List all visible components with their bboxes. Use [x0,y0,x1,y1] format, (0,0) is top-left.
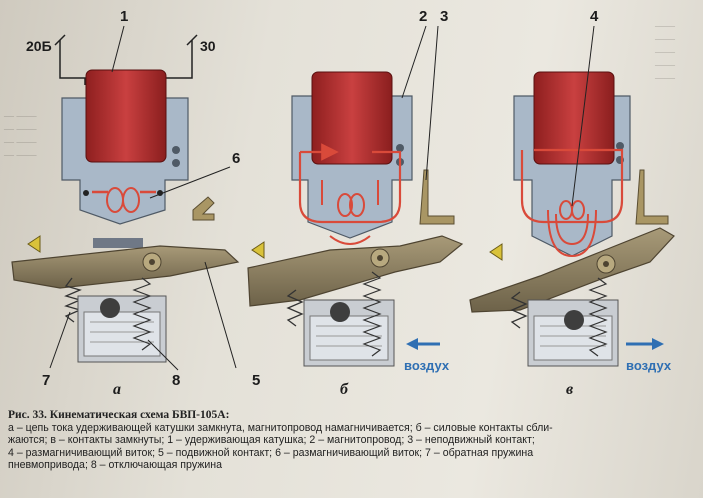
terminal-30 [164,34,198,85]
air-arrow-b [406,338,440,350]
background-text-left: — ——— ——— ——— —— [4,111,37,161]
panel-a [11,25,240,371]
kinematic-diagram [11,25,675,371]
terminal-label-30: 30 [200,38,216,54]
moving-contact-lever-a [11,245,240,289]
panel-letter-a: а [113,381,121,398]
moving-contact-lever-b [247,235,464,307]
holding-coil-b [311,71,393,165]
panel-c [469,25,675,367]
background-text-right: —————————— [655,21,675,84]
caption-title: Рис. 33. Кинематическая схема БВП-105А: [8,409,230,421]
demagnetizing-turn-a [92,187,156,213]
label-8: 8 [172,372,181,389]
label-1: 1 [120,8,129,25]
label-5: 5 [252,372,261,389]
label-4: 4 [590,8,599,25]
panel-b [247,25,464,367]
panel-letter-b: б [340,381,348,398]
air-label-c: воздух [626,358,672,373]
terminal-label-20b: 20Б [26,38,52,54]
air-label-b: воздух [404,358,450,373]
label-6: 6 [232,150,241,167]
caption-line-4: пневмопривода; 8 – отключающая пружина [8,459,222,472]
fixed-contact [419,169,455,225]
figure-caption: Рис. 33. Кинематическая схема БВП-105А: … [8,409,698,472]
caption-line-3: 4 – размагничивающий виток; 5 – подвижно… [8,446,534,459]
air-arrow-c [626,338,664,350]
terminal-20b [54,34,86,85]
label-3: 3 [440,8,449,25]
holding-coil [85,69,167,163]
label-7: 7 [42,372,51,389]
panel-letter-c: в [566,381,574,398]
caption-line-2: жаются; в – контакты замкнуты; 1 – удерж… [8,434,535,447]
caption-line-1: а – цепь тока удерживающей катушки замкн… [8,421,553,434]
moving-contact-lever-c [469,227,675,313]
holding-coil-c [533,71,615,165]
label-2: 2 [419,8,428,25]
